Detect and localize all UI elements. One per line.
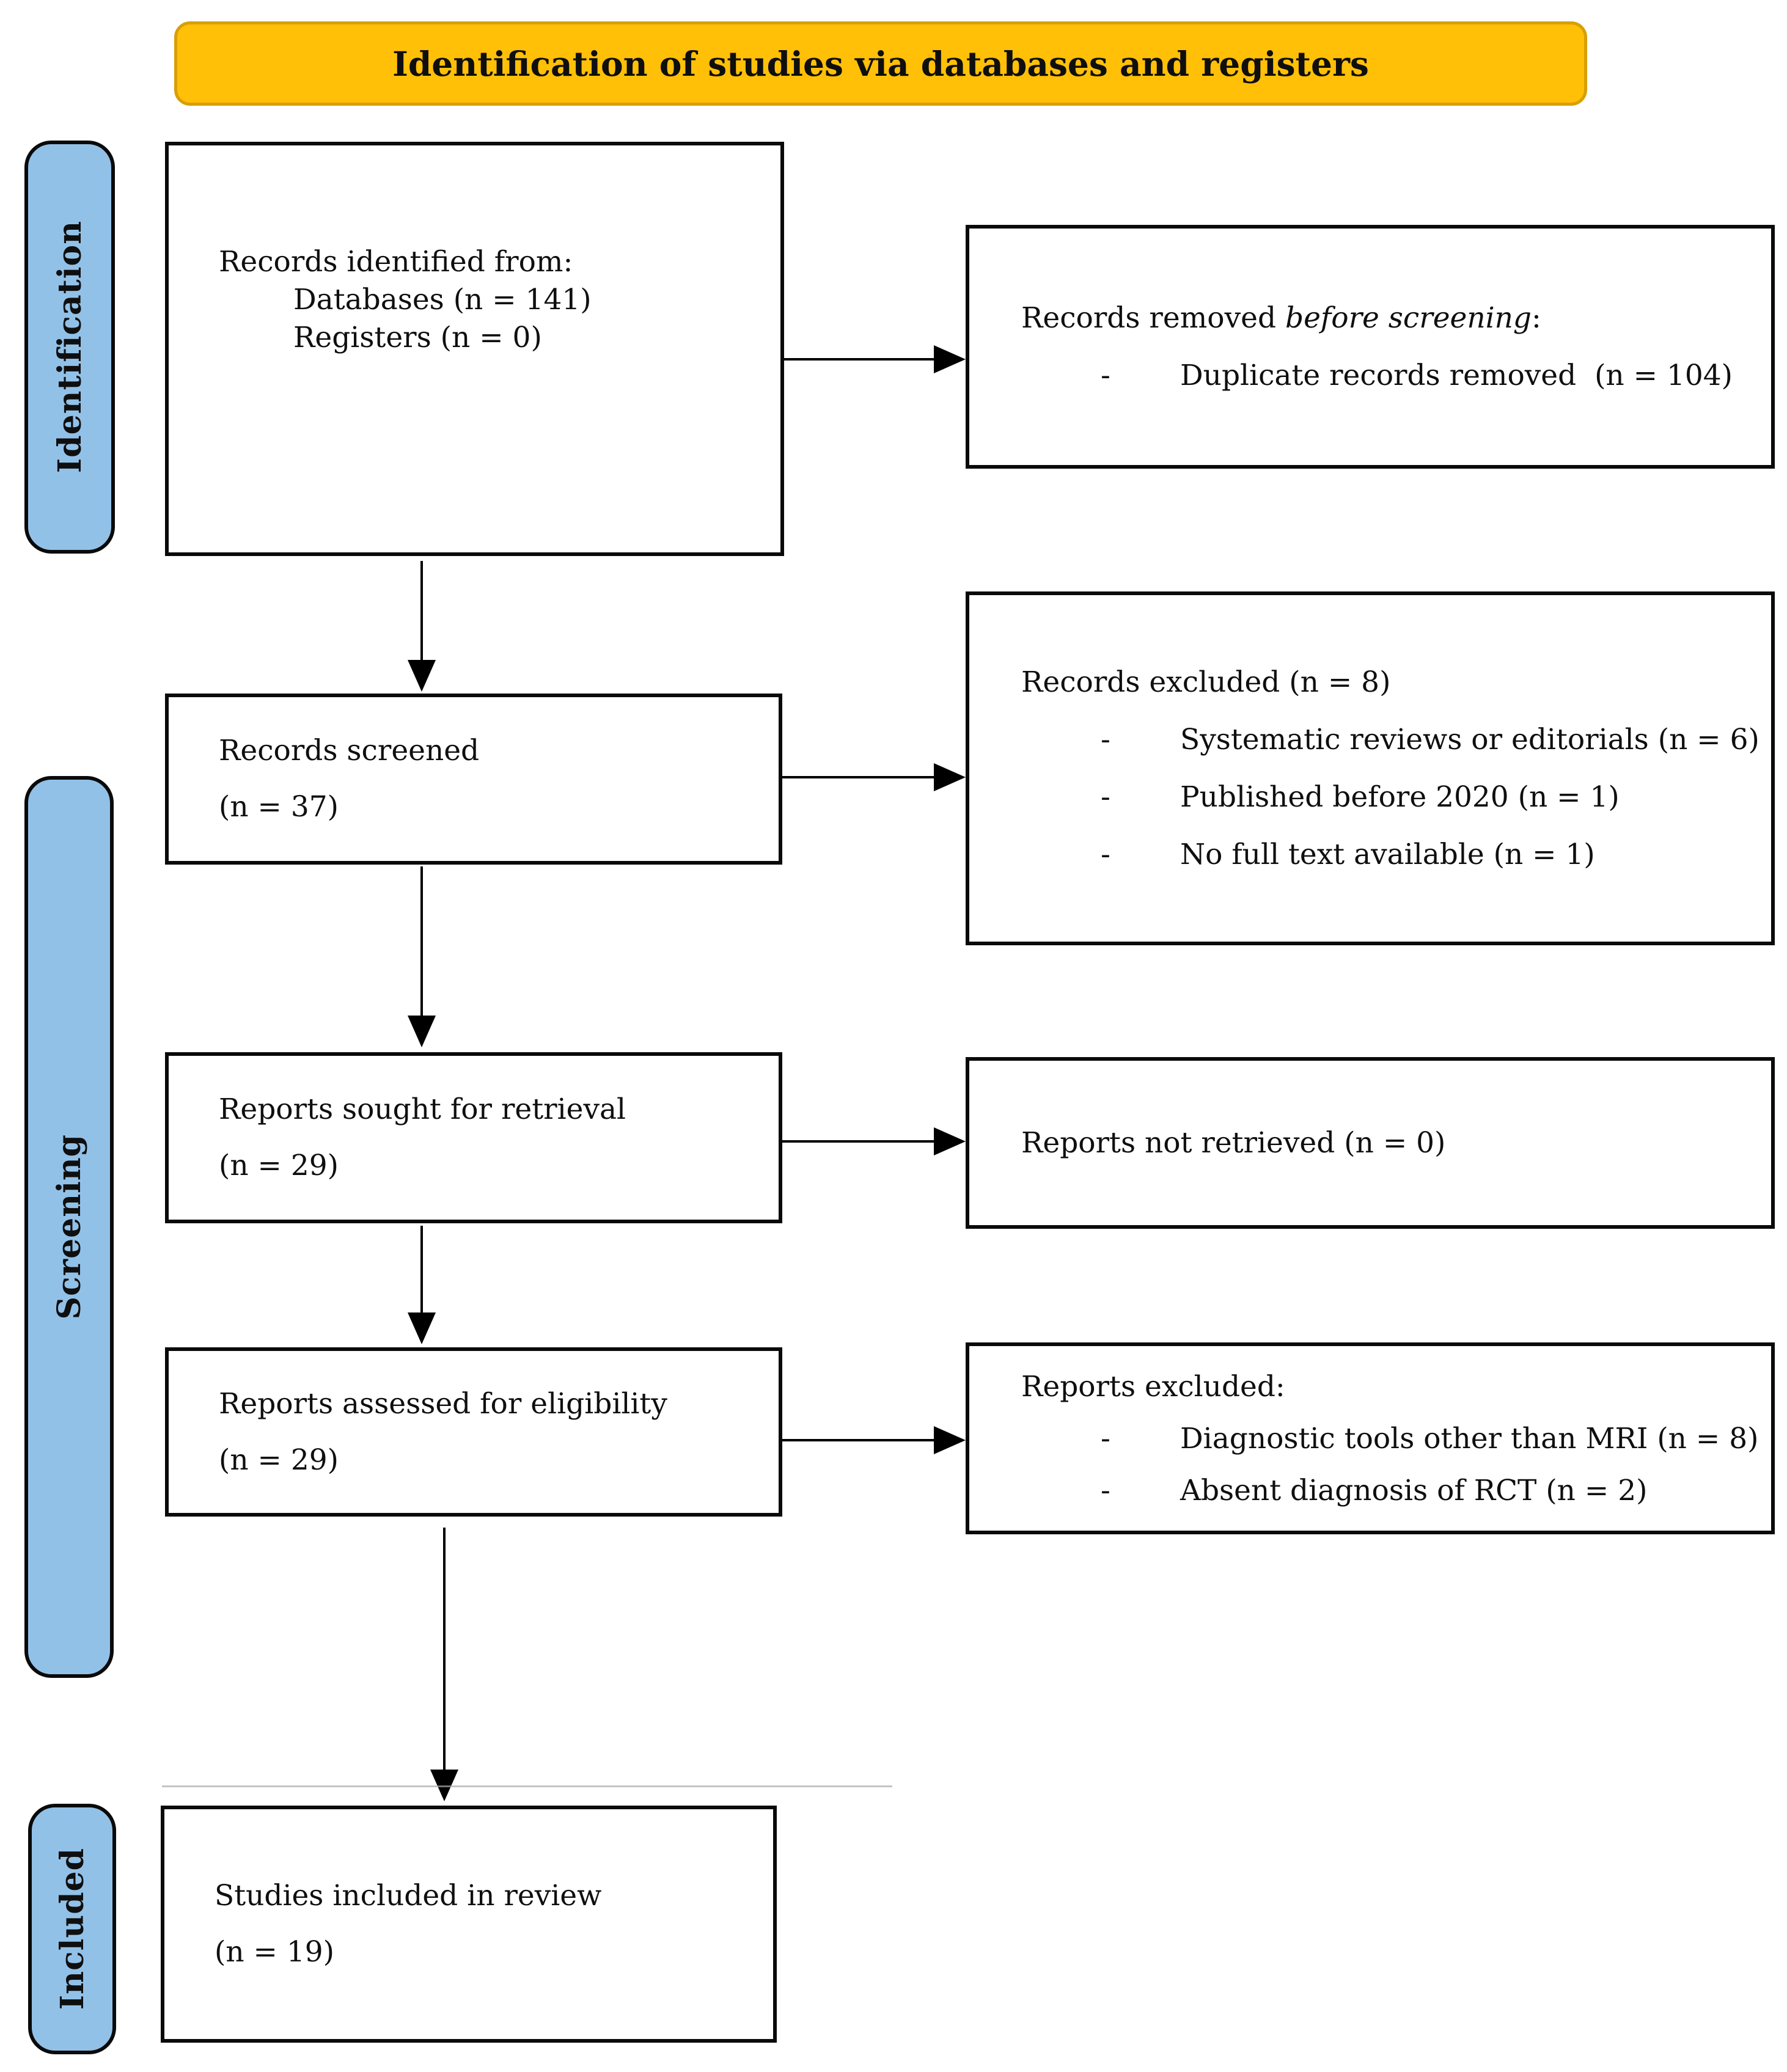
stage-label-identification: Identification <box>24 141 115 554</box>
arrow-head-right-icon <box>934 345 966 373</box>
scan-artifact-line <box>162 1785 892 1787</box>
box-count: (n = 29) <box>219 1443 339 1477</box>
box-reports-excluded: Reports excluded: - Diagnostic tools oth… <box>966 1342 1775 1534</box>
bullet-text: Duplicate records removed (n = 104) <box>1180 358 1733 392</box>
box-title: Records identified from: <box>219 245 573 279</box>
stage-label-text: Screening <box>50 1134 88 1320</box>
box-count: (n = 29) <box>219 1149 339 1182</box>
box-title: Reports sought for retrieval <box>219 1093 626 1126</box>
box-records-excluded: Records excluded (n = 8) - Systematic re… <box>966 591 1775 945</box>
bullet-item: - Systematic reviews or editorials (n = … <box>969 711 1771 769</box>
bullet-item: - Duplicate records removed (n = 104) <box>969 347 1771 405</box>
box-count: (n = 19) <box>215 1935 335 1969</box>
arrow-head-right-icon <box>934 763 966 791</box>
box-title: Reports excluded: <box>1021 1369 1285 1404</box>
stage-label-text: Identification <box>51 221 89 474</box>
bullet-text: Absent diagnosis of RCT (n = 2) <box>1180 1473 1648 1507</box>
bullet-item: - Published before 2020 (n = 1) <box>969 769 1771 826</box>
arrow-head-right-icon <box>934 1127 966 1155</box>
bullet-dash: - <box>1101 358 1110 392</box>
box-reports-assessed: Reports assessed for eligibility (n = 29… <box>165 1347 782 1517</box>
box-records-screened: Records screened (n = 37) <box>165 694 782 865</box>
box-reports-not-retrieved: Reports not retrieved (n = 0) <box>966 1057 1775 1229</box>
box-title: Reports assessed for eligibility <box>219 1386 667 1421</box>
box-title: Records excluded (n = 8) <box>1021 665 1391 699</box>
bullet-dash: - <box>1101 1473 1110 1507</box>
bullet-text: Published before 2020 (n = 1) <box>1180 780 1620 814</box>
box-title: Records removed before screening: <box>969 290 1771 347</box>
bullet-item: - Absent diagnosis of RCT (n = 2) <box>969 1465 1771 1517</box>
bullet-item: - Diagnostic tools other than MRI (n = 8… <box>969 1413 1771 1465</box>
box-studies-included: Studies included in review (n = 19) <box>161 1806 777 2043</box>
banner-title: Identification of studies via databases … <box>174 21 1587 106</box>
box-reports-sought: Reports sought for retrieval (n = 29) <box>165 1052 782 1223</box>
arrow-shaft <box>420 866 423 1018</box>
box-records-removed: Records removed before screening: - Dupl… <box>966 225 1775 469</box>
arrow-shaft <box>782 1140 934 1143</box>
box-item: Databases (n = 141) <box>293 283 592 317</box>
box-records-identified: Records identified from: Databases (n = … <box>165 142 784 556</box>
title-italic: before screening <box>1285 301 1532 335</box>
bullet-item: - No full text available (n = 1) <box>969 826 1771 884</box>
box-title: Records screened <box>219 734 480 767</box>
box-item: Registers (n = 0) <box>293 321 542 354</box>
arrow-head-right-icon <box>934 1426 966 1454</box>
title-prefix: Records removed <box>1021 301 1285 335</box>
title-suffix: : <box>1532 301 1541 335</box>
arrow-shaft <box>420 561 423 664</box>
arrow-head-down-icon <box>408 1312 436 1344</box>
stage-label-included: Included <box>28 1804 116 2054</box>
box-title: Studies included in review <box>215 1879 602 1913</box>
bullet-text: Diagnostic tools other than MRI (n = 8) <box>1180 1421 1759 1455</box>
stage-label-screening: Screening <box>24 776 114 1678</box>
bullet-dash: - <box>1101 837 1110 871</box>
box-count: (n = 37) <box>219 790 339 824</box>
arrow-shaft <box>443 1528 446 1772</box>
arrow-head-down-icon <box>408 660 436 692</box>
bullet-text: Systematic reviews or editorials (n = 6) <box>1180 722 1759 756</box>
banner-title-text: Identification of studies via databases … <box>392 43 1369 84</box>
arrow-head-down-icon <box>408 1016 436 1047</box>
arrow-shaft <box>782 1439 934 1441</box>
arrow-shaft <box>420 1226 423 1315</box>
bullet-dash: - <box>1101 1421 1110 1455</box>
arrow-shaft <box>782 776 934 778</box>
bullet-dash: - <box>1101 780 1110 814</box>
bullet-dash: - <box>1101 722 1110 756</box>
arrow-shaft <box>784 358 936 361</box>
bullet-text: No full text available (n = 1) <box>1180 837 1595 871</box>
box-title: Reports not retrieved (n = 0) <box>1021 1126 1446 1160</box>
stage-label-text: Included <box>53 1848 91 2010</box>
